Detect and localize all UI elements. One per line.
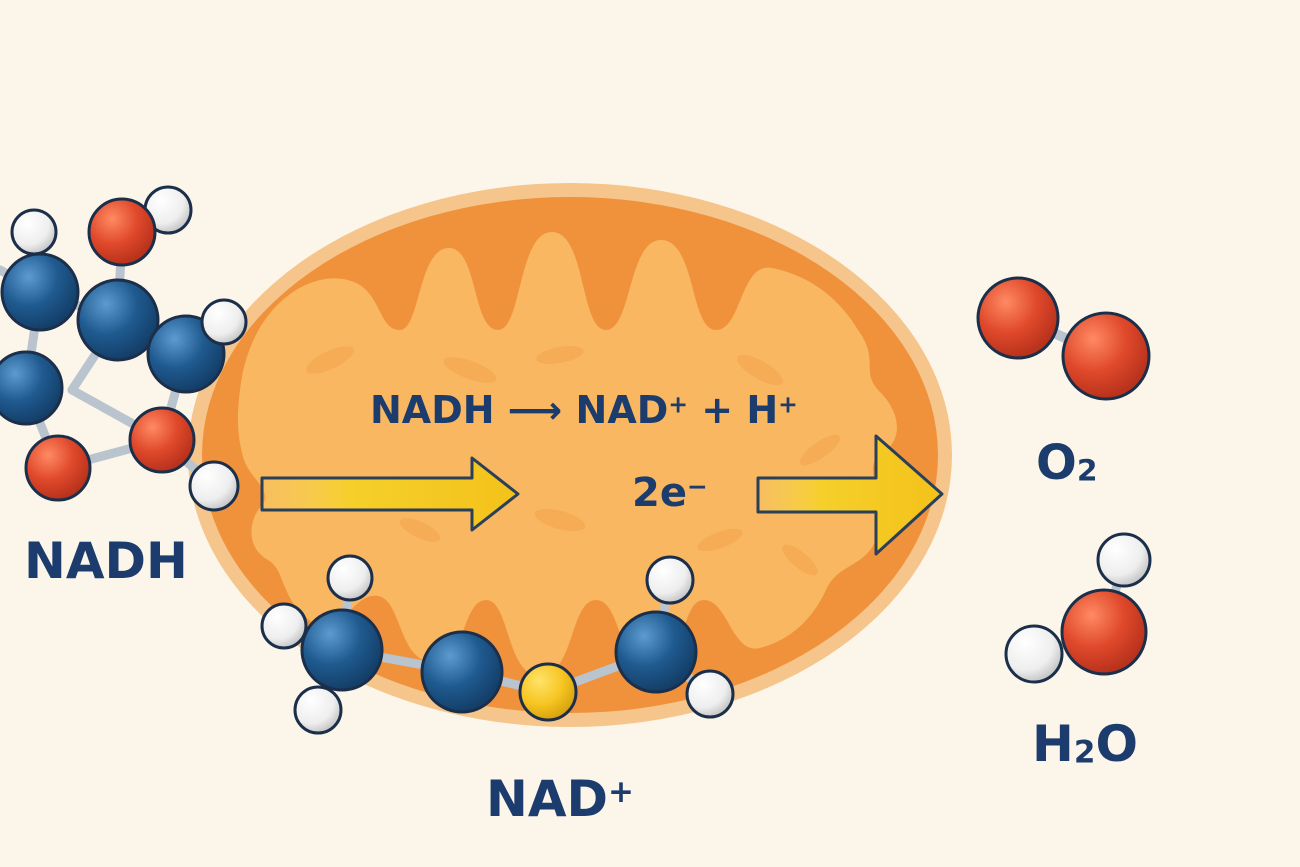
electron-charge: − — [686, 471, 708, 501]
h2o-label: H2O — [1032, 715, 1138, 773]
electron-flow-arrow-icon — [260, 456, 520, 532]
nad-label-text: NAD — [486, 770, 609, 828]
electron-flow-arrow-icon — [756, 434, 944, 556]
h2o-h: H — [1032, 715, 1074, 773]
nad-label: NAD+ — [486, 770, 634, 828]
o2-symbol: O — [1036, 435, 1077, 491]
reaction-equation: NADH ⟶ NAD+ + H+ — [370, 388, 798, 432]
o2-label: O2 — [1036, 435, 1098, 491]
reaction-reactant: NADH — [370, 388, 495, 432]
electron-label: 2e− — [632, 470, 708, 516]
electron-coefficient: 2 — [632, 470, 660, 516]
nad-label-charge: + — [608, 774, 635, 811]
nadh-molecule-icon — [0, 185, 248, 512]
reaction-arrow: ⟶ — [507, 388, 563, 432]
reaction-product-charge: + — [668, 390, 689, 419]
nad-molecule-icon — [260, 554, 735, 735]
h2o-subscript: 2 — [1073, 734, 1096, 771]
o2-subscript: 2 — [1076, 453, 1098, 489]
electron-symbol: e — [659, 470, 687, 516]
mitochondrion-cristae — [237, 232, 897, 676]
reaction-plus: + — [701, 388, 734, 432]
mitochondrion-icon — [188, 183, 952, 727]
reaction-proton-charge: + — [778, 390, 798, 419]
reaction-proton: H — [746, 388, 779, 432]
h2o-o: O — [1095, 715, 1138, 773]
mitochondrion-matrix-granules — [306, 346, 841, 576]
o2-molecule-icon — [976, 276, 1151, 401]
reaction-product: NAD — [575, 388, 669, 432]
h2o-molecule-icon — [1004, 532, 1152, 684]
nadh-label: NADH — [24, 532, 188, 590]
